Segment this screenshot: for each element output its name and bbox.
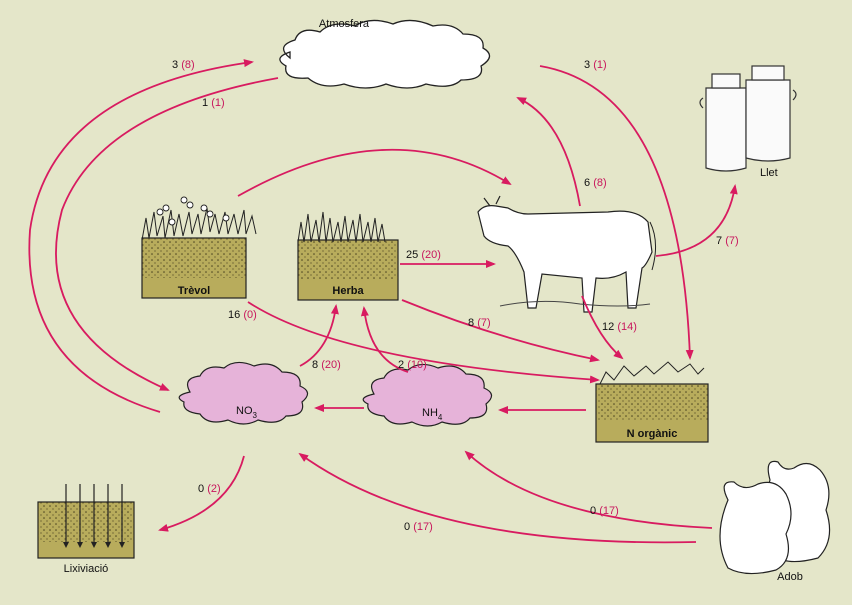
flow-label-trevol-to-norg: 16 (0) [228,309,257,321]
nh4-label: NH4 [422,407,443,422]
flow-label-atm-in: 3 (8) [172,59,195,71]
flow-label-cow-to-atm: 6 (8) [584,177,607,189]
flow-label-nh4-to-herba: 2 (10) [398,359,427,371]
flow-label-adob-to-nh4: 0 (17) [590,505,619,517]
adob-bags-illustration [719,460,831,575]
no3-label: NO3 [236,405,258,420]
adob-label: Adob [777,571,803,583]
herba-soil-block [297,211,399,301]
arrow-nh4-to-herba [360,306,409,373]
arrow-atm-out [55,77,279,391]
arrow-cow-to-atm [516,97,581,207]
arrow-cow-to-llet [655,184,738,257]
flow-label-atm-to-norg: 3 (1) [584,59,607,71]
arrow-atm-in [28,59,254,413]
arrow-cow-to-norg [581,295,624,360]
n-organic-label: N orgànic [627,428,678,440]
flow-label-no3-to-herba: 8 (20) [312,359,341,371]
atmosphere-cloud [279,19,491,89]
arrow-atm-to-norg [539,65,694,360]
atmosfera-label: Atmosfera [319,18,370,30]
flow-label-atm-out: 1 (1) [202,97,225,109]
arrow-no3-to-lix [158,455,245,532]
flow-label-herba-to-cow: 25 (20) [406,249,441,261]
flow-label-herba-to-norg: 8 (7) [468,317,491,329]
milk-cans-illustration [699,65,797,172]
lixiviacio-label: Lixiviació [64,563,109,575]
arrow-adob-to-nh4 [464,450,713,529]
arrow-trevol-to-cow [237,148,512,197]
nh4-cloud [362,363,493,427]
flow-label-adob-to-no3: 0 (17) [404,521,433,533]
llet-label: Llet [760,167,778,179]
flow-arrows [28,59,738,544]
cow-illustration [477,195,656,313]
lixiviacio-soil-block [37,484,135,559]
trevol-label: Trèvol [178,285,210,297]
arrow-adob-to-no3 [298,452,697,544]
n-organic-soil-block [595,361,709,443]
flow-label-cow-to-llet: 7 (7) [716,235,739,247]
no3-cloud [178,361,309,425]
flow-label-no3-to-lix: 0 (2) [198,483,221,495]
arrow-no3-to-herba [299,304,339,367]
trevol-soil-block [141,196,257,299]
flow-label-cow-to-norg: 12 (14) [602,321,637,333]
arrow-trevol-to-norg [247,301,600,384]
herba-label: Herba [332,285,364,297]
arrow-herba-to-norg [401,299,600,363]
